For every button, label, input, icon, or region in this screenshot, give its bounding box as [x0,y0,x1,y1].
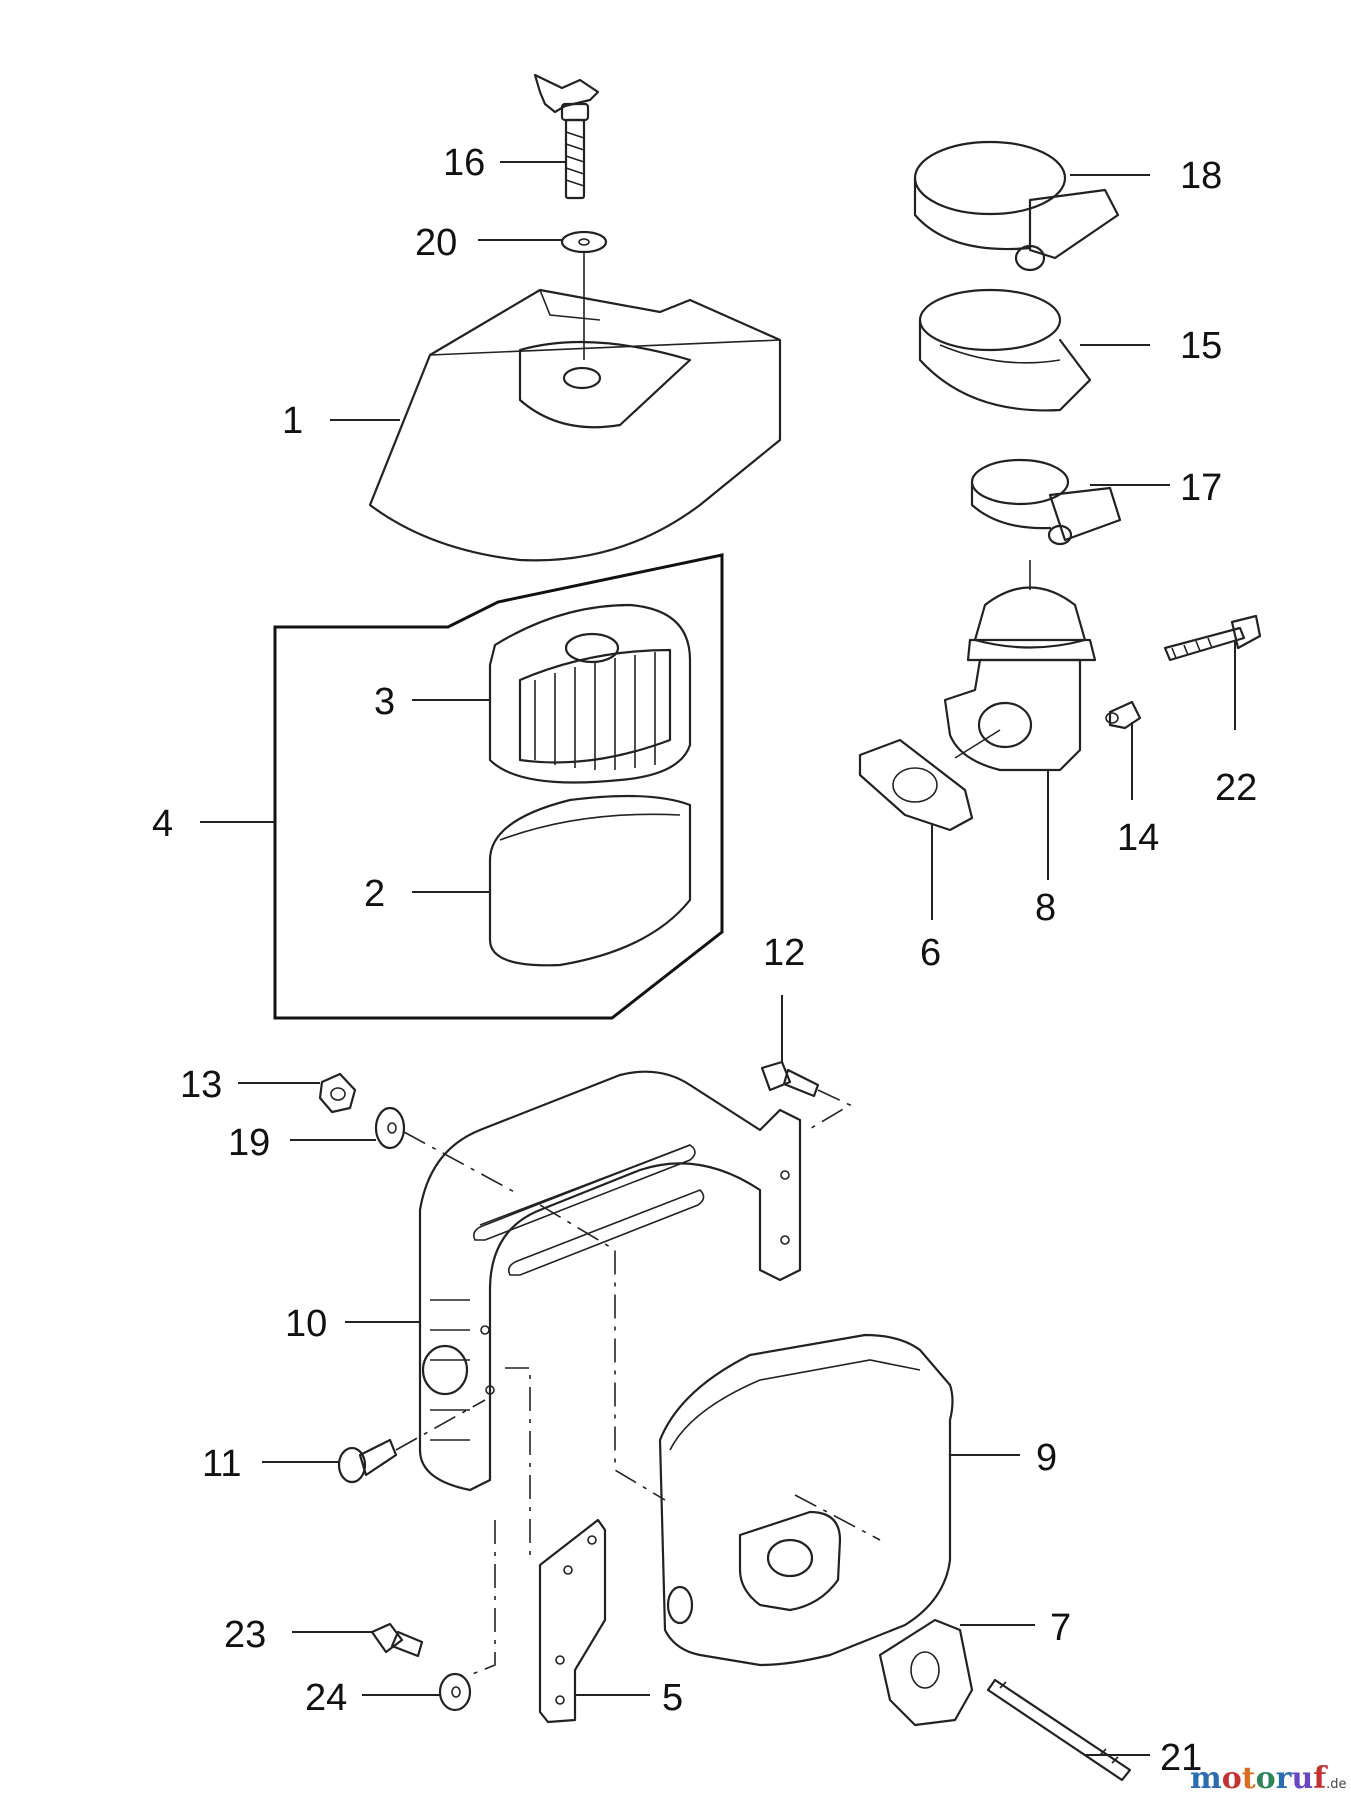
motoruf-watermark-logo: motoruf.de [1190,1761,1347,1796]
callout-24: 24 [305,1677,347,1719]
callout-22: 22 [1215,767,1257,809]
hose-clamp-part-18 [913,140,1120,272]
filter-kit-bracket-part-4 [273,553,724,1020]
nut-part-14 [1105,700,1142,730]
callout-23: 23 [224,1614,266,1656]
gasket-part-7 [878,1618,974,1727]
callout-13: 13 [180,1064,222,1106]
stud-part-21 [986,1678,1132,1782]
callout-3: 3 [374,681,395,723]
callout-14: 14 [1117,817,1159,859]
callout-8: 8 [1035,887,1056,929]
callout-12: 12 [763,932,805,974]
bolt-part-12 [760,1060,852,1131]
bolt-part-23 [370,1622,424,1658]
assembly-lines [469,1204,881,1676]
callout-19: 19 [228,1122,270,1164]
callout-6: 6 [920,932,941,974]
air-hose-part-15 [918,288,1092,412]
muffler-part-9 [658,1333,954,1667]
washer-part-19 [374,1106,521,1196]
muffler-protector-part-10 [418,1070,802,1492]
callout-15: 15 [1180,325,1222,367]
callout-1: 1 [282,400,303,442]
bracket-part-5 [538,1518,607,1724]
pre-cleaner-part-2 [488,794,692,967]
callout-18: 18 [1180,155,1222,197]
screw-part-11 [337,1399,486,1484]
wing-bolt-part-16 [533,73,600,200]
callout-11: 11 [202,1443,241,1485]
paper-filter-part-3 [488,603,692,784]
callout-labels: 16 20 1 4 3 2 18 15 17 22 14 8 6 12 13 1… [152,142,1257,1779]
callout-16: 16 [443,142,485,184]
nut-part-13 [318,1072,357,1114]
callout-2: 2 [364,873,385,915]
callout-5: 5 [662,1677,683,1719]
callout-17: 17 [1180,467,1222,509]
callout-7: 7 [1050,1607,1071,1649]
hose-clamp-part-17 [970,458,1122,546]
leader-lines [200,161,1236,1756]
gasket-part-6 [858,729,1001,832]
callout-10: 10 [285,1303,327,1345]
bolt-part-22 [1163,614,1262,662]
callout-20: 20 [415,222,457,264]
intake-elbow-part-8 [943,560,1097,772]
air-cleaner-cover-part-1 [368,288,782,562]
callout-21: 21 [1160,1737,1202,1779]
washer-part-24 [438,1672,472,1712]
svg-text:motoruf.de: motoruf.de [1190,1761,1347,1796]
callout-4: 4 [152,803,173,845]
callout-9: 9 [1036,1437,1057,1479]
